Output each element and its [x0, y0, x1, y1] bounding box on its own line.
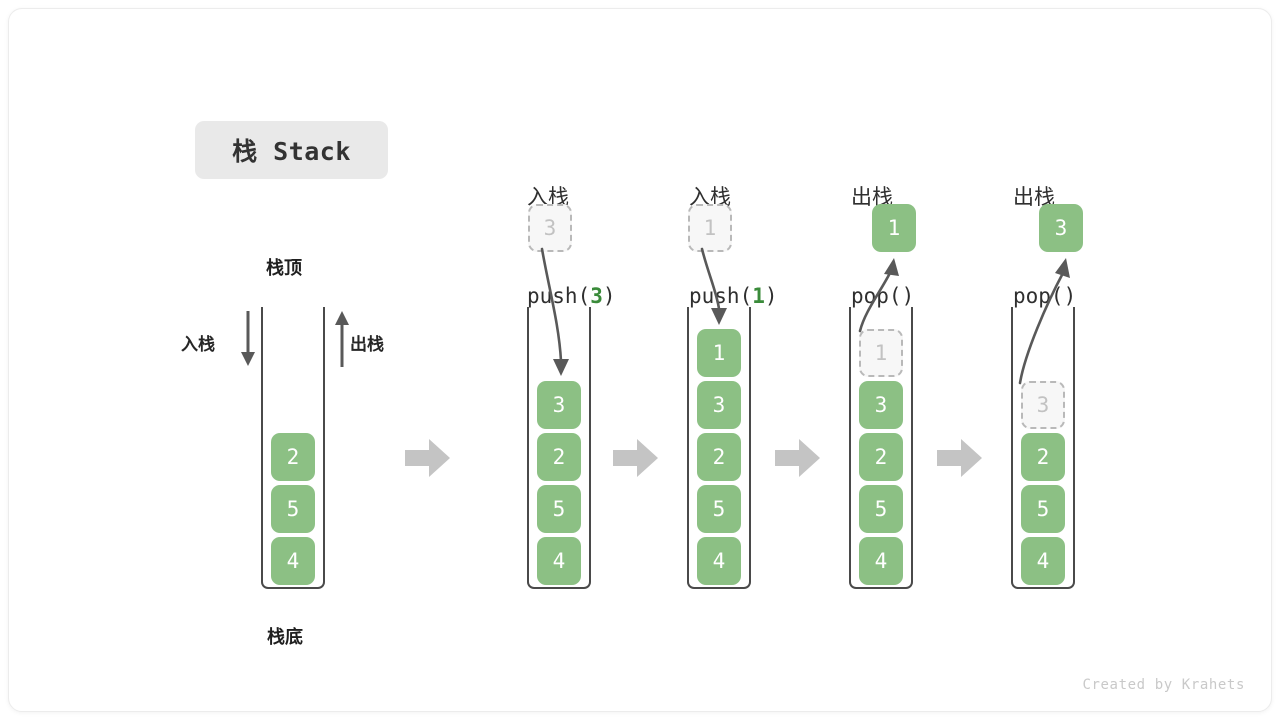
- step-call-close: ): [901, 284, 915, 308]
- stack-tube: [1011, 307, 1075, 589]
- pop-curve-arrow-icon: [858, 258, 899, 333]
- pop-up-arrow-icon: [335, 311, 349, 367]
- stack-cell: 1: [697, 329, 741, 377]
- flow-arrow-icon: [613, 439, 658, 477]
- stack-tube: [849, 307, 913, 589]
- stack-cell: 5: [271, 485, 315, 533]
- stack-top-label: 栈顶: [266, 258, 302, 279]
- stack-column-push-3: 3 2 5 4: [527, 307, 591, 589]
- floating-ghost-cell: 1: [688, 204, 732, 252]
- stack-cell: 5: [859, 485, 903, 533]
- stack-tube: [527, 307, 591, 589]
- stack-cell: 5: [697, 485, 741, 533]
- stack-cell: 3: [697, 381, 741, 429]
- stack-cell: 2: [697, 433, 741, 481]
- step-call-open: push(: [527, 284, 591, 308]
- step-call-close: ): [602, 284, 616, 308]
- step-call-arg: 1: [752, 284, 765, 308]
- stack-cell: 4: [697, 537, 741, 585]
- credit-footer: Created by Krahets: [1082, 677, 1245, 693]
- stack-column-pop-1: 1 3 2 5 4: [849, 307, 913, 589]
- stack-column-initial: 2 5 4: [261, 307, 325, 589]
- step-call-arg: 3: [590, 284, 603, 308]
- step-call-close: ): [764, 284, 778, 308]
- stack-cell: 2: [271, 433, 315, 481]
- stack-cell: 4: [859, 537, 903, 585]
- step-call-close: ): [1063, 284, 1077, 308]
- flow-arrow-icon: [937, 439, 982, 477]
- flow-arrow-icon: [405, 439, 450, 477]
- title-badge: 栈 Stack: [195, 121, 388, 179]
- flow-arrow-icon: [775, 439, 820, 477]
- push-curve-arrow-icon: [540, 247, 569, 376]
- pop-direction-label: 出栈: [350, 335, 384, 355]
- stack-tube: [687, 307, 751, 589]
- stack-cell: 3: [859, 381, 903, 429]
- stack-bottom-label: 栈底: [267, 627, 303, 648]
- stack-column-push-1: 1 3 2 5 4: [687, 307, 751, 589]
- stack-tube: [261, 307, 325, 589]
- popped-value-cell: 1: [872, 204, 916, 252]
- stack-cell: 5: [537, 485, 581, 533]
- ghost-removed-cell: 3: [1021, 381, 1065, 429]
- floating-ghost-cell: 3: [528, 204, 572, 252]
- stack-cell: 4: [537, 537, 581, 585]
- stack-cell: 2: [1021, 433, 1065, 481]
- step-call-open: push(: [689, 284, 753, 308]
- push-down-arrow-icon: [241, 311, 255, 366]
- diagram-card: 栈 Stack 2 5 4 栈顶 栈底 入栈 出栈 入栈 push(3) 3 3…: [8, 8, 1272, 712]
- stack-cell: 3: [537, 381, 581, 429]
- stack-cell: 2: [859, 433, 903, 481]
- pop-curve-arrow-icon: [1018, 258, 1070, 385]
- stack-column-pop-3: 3 2 5 4: [1011, 307, 1075, 589]
- stack-cell: 4: [1021, 537, 1065, 585]
- stack-cell: 2: [537, 433, 581, 481]
- popped-value-cell: 3: [1039, 204, 1083, 252]
- stack-cell: 5: [1021, 485, 1065, 533]
- step-header-push-3: 入栈 push(3): [527, 115, 616, 379]
- push-direction-label: 入栈: [181, 335, 215, 355]
- stack-cell: 4: [271, 537, 315, 585]
- push-curve-arrow-icon: [700, 247, 727, 325]
- ghost-removed-cell: 1: [859, 329, 903, 377]
